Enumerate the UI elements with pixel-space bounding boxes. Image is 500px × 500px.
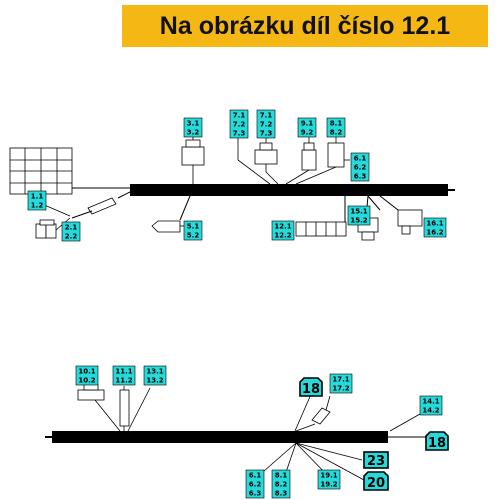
badge-number: 18	[302, 382, 320, 397]
label-line: 12.2	[274, 232, 291, 240]
label-tag-16: 16.116.2	[423, 217, 447, 238]
label-tag-6: 6.16.26.3	[350, 152, 370, 182]
bottom-trunk	[52, 431, 388, 443]
label-line: 8.1	[330, 120, 343, 128]
label-tag-5: 5.15.2	[183, 220, 203, 241]
label-line: 12.1	[274, 223, 291, 231]
label-line: 19.1	[320, 472, 337, 480]
label-line: 3.1	[187, 120, 200, 128]
label-tag-7b: 7.17.27.3	[256, 109, 276, 139]
label-line: 13.1	[146, 368, 163, 376]
label-line: 14.2	[422, 407, 439, 415]
label-line: 10.1	[78, 368, 95, 376]
label-line: 17.2	[332, 385, 349, 393]
label-line: 9.2	[301, 129, 314, 137]
label-line: 5.1	[187, 223, 200, 231]
label-tag-1: 1.11.2	[27, 190, 47, 211]
label-tag-9: 9.19.2	[297, 117, 317, 138]
label-line: 6.2	[249, 481, 262, 489]
label-tag-19: 19.119.2	[317, 469, 341, 490]
label-line: 17.1	[332, 376, 349, 384]
label-tag-15: 15.115.2	[347, 205, 371, 226]
label-tag-14: 14.114.2	[419, 395, 443, 416]
label-tag-8b: 8.18.28.3	[271, 469, 291, 499]
label-tag-3: 3.13.2	[183, 117, 203, 138]
label-line: 7.1	[260, 112, 273, 120]
badge-number: 20	[367, 476, 385, 491]
label-tag-17: 17.117.2	[329, 373, 353, 394]
label-line: 7.3	[260, 130, 273, 138]
reference-badge-20: 20	[363, 471, 389, 491]
badge-number: 18	[428, 436, 446, 451]
connector-2	[35, 219, 57, 239]
label-line: 3.2	[187, 129, 200, 137]
reference-badges: 18 18 23 20	[299, 377, 449, 491]
label-line: 8.2	[330, 129, 343, 137]
label-line: 7.2	[233, 121, 246, 129]
label-line: 16.2	[426, 229, 443, 237]
fuse-box	[9, 147, 73, 195]
label-line: 11.1	[115, 368, 132, 376]
top-harness	[9, 137, 455, 241]
label-line: 1.1	[31, 193, 44, 201]
label-line: 7.2	[260, 121, 273, 129]
label-line: 8.1	[275, 472, 288, 480]
label-line: 14.1	[422, 398, 439, 406]
label-line: 6.3	[354, 173, 367, 181]
label-line: 2.2	[65, 233, 78, 241]
label-line: 10.2	[78, 377, 95, 385]
label-line: 9.1	[301, 120, 314, 128]
label-tag-7a: 7.17.27.3	[229, 109, 249, 139]
label-line: 7.1	[233, 112, 246, 120]
label-line: 7.3	[233, 130, 246, 138]
title-text: Na obrázku díl číslo 12.1	[159, 11, 451, 40]
label-line: 8.3	[275, 490, 288, 498]
label-line: 2.1	[65, 224, 78, 232]
label-line: 15.2	[350, 217, 367, 225]
label-tag-10: 10.110.2	[75, 365, 99, 386]
label-line: 19.2	[320, 481, 337, 489]
label-tag-6b: 6.16.26.3	[245, 469, 265, 499]
bottom-harness	[45, 383, 430, 481]
label-line: 11.2	[115, 377, 132, 385]
connector-16	[397, 209, 423, 235]
label-tag-8: 8.18.2	[326, 117, 346, 138]
reference-badge-18b: 18	[425, 431, 449, 451]
label-line: 1.2	[31, 202, 44, 210]
label-line: 6.2	[354, 164, 367, 172]
label-tag-12: 12.112.2	[271, 220, 295, 241]
title-banner: Na obrázku díl číslo 12.1	[122, 5, 488, 47]
label-line: 6.1	[249, 472, 262, 480]
reference-badge-18a: 18	[299, 377, 323, 397]
label-tag-13: 13.113.2	[143, 365, 167, 386]
connector-12	[295, 221, 347, 237]
label-line: 16.1	[426, 220, 443, 228]
badge-number: 23	[367, 454, 385, 469]
label-tags: 1.11.22.12.23.13.25.15.26.16.26.37.17.27…	[27, 109, 447, 499]
label-tag-2: 2.12.2	[61, 221, 81, 242]
label-tag-11: 11.111.2	[112, 365, 136, 386]
label-line: 15.1	[350, 208, 367, 216]
label-line: 13.2	[146, 377, 163, 385]
label-line: 8.2	[275, 481, 288, 489]
label-line: 6.1	[354, 155, 367, 163]
top-trunk	[130, 184, 448, 196]
label-line: 5.2	[187, 232, 200, 240]
label-line: 6.3	[249, 490, 262, 498]
reference-badge-23: 23	[363, 451, 389, 469]
